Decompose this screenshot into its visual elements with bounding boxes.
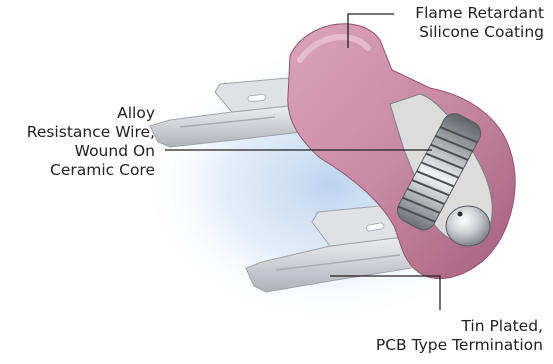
wire-label-line-3: Wound On xyxy=(27,142,155,161)
termination-label-line-2: PCB Type Termination xyxy=(376,336,543,355)
termination-label-line-1: Tin Plated, xyxy=(376,317,543,336)
wire-label-line-2: Resistance Wire, xyxy=(27,123,155,142)
wire-label-line-1: Alloy xyxy=(27,104,155,123)
termination-label: Tin Plated, PCB Type Termination xyxy=(376,317,543,355)
wire-label: Alloy Resistance Wire, Wound On Ceramic … xyxy=(27,104,155,180)
end-cap xyxy=(446,206,490,246)
wire-label-line-4: Ceramic Core xyxy=(27,161,155,180)
coating-label-line-1: Flame Retardant xyxy=(415,4,544,23)
coating-label-line-2: Silicone Coating xyxy=(415,23,544,42)
coating-label: Flame Retardant Silicone Coating xyxy=(415,4,544,42)
